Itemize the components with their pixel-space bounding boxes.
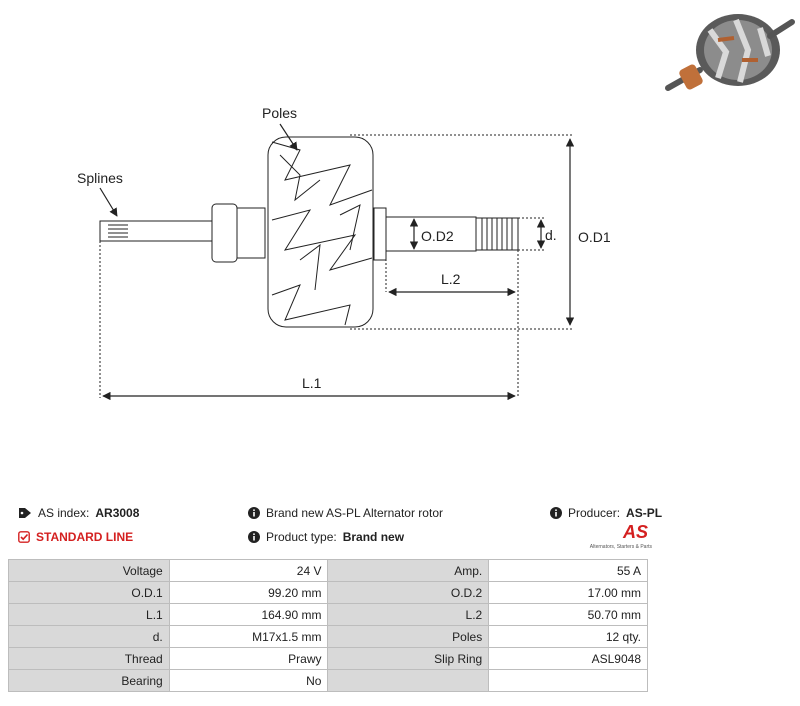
checkbox-check-icon [18, 531, 30, 543]
spec-key: Amp. [327, 559, 490, 582]
label-l1: L.1 [302, 375, 322, 391]
logo-tagline: Alternators, Starters & Parts [589, 544, 652, 550]
spec-value: 55 A [488, 559, 648, 582]
label-d: d. [545, 227, 557, 243]
info-icon [248, 531, 260, 543]
spec-key: Thread [8, 647, 170, 670]
spec-value: 50.70 mm [488, 603, 648, 626]
spec-key: L.2 [327, 603, 490, 626]
product-type-value: Brand new [342, 530, 405, 544]
producer-label: Producer: [568, 506, 621, 520]
standard-line: STANDARD LINE [18, 530, 133, 544]
product-type-label: Product type: [266, 530, 337, 544]
spec-value: ASL9048 [488, 647, 648, 670]
label-od1: O.D1 [578, 229, 611, 245]
as-pl-logo: AS Alternators, Starters & Parts [586, 522, 652, 552]
spec-key: L.1 [8, 603, 170, 626]
info-icon [550, 507, 562, 519]
description: Brand new AS-PL Alternator rotor [248, 506, 443, 520]
spec-key [327, 669, 490, 692]
label-poles: Poles [262, 105, 297, 121]
rotor-technical-drawing: Poles Splines O.D2 d. O.D1 L.2 L.1 [77, 105, 611, 401]
product-type: Product type: Brand new [248, 530, 404, 544]
producer-value: AS-PL [626, 506, 663, 520]
spec-value [488, 669, 648, 692]
label-splines: Splines [77, 170, 123, 186]
spec-value: Prawy [168, 647, 329, 670]
spec-value: 164.90 mm [168, 603, 329, 626]
spec-key: Voltage [8, 559, 170, 582]
spec-value: No [168, 669, 329, 692]
tag-icon [19, 508, 31, 518]
spec-value: 24 V [168, 559, 329, 582]
spec-key: O.D.2 [327, 581, 490, 604]
spec-key: d. [8, 625, 170, 648]
spec-key: O.D.1 [8, 581, 170, 604]
info-icon [248, 507, 260, 519]
product-info: AS index: AR3008 Brand new AS-PL Alterna… [0, 498, 800, 558]
as-index-value: AR3008 [95, 506, 140, 520]
spec-key: Slip Ring [327, 647, 490, 670]
spec-value: M17x1.5 mm [168, 625, 329, 648]
as-index: AS index: AR3008 [18, 506, 139, 520]
as-index-label: AS index: [38, 506, 90, 520]
logo-text: AS [622, 522, 648, 542]
producer: Producer: AS-PL [550, 506, 662, 520]
description-text: Brand new AS-PL Alternator rotor [266, 506, 443, 520]
label-l2: L.2 [441, 271, 461, 287]
standard-line-text: STANDARD LINE [36, 530, 134, 544]
spec-key: Bearing [8, 669, 170, 692]
spec-value: 17.00 mm [488, 581, 648, 604]
spec-value: 99.20 mm [168, 581, 329, 604]
spec-key: Poles [327, 625, 490, 648]
label-od2: O.D2 [421, 228, 454, 244]
spec-value: 12 qty. [488, 625, 648, 648]
rotor-photo-icon [665, 14, 795, 91]
